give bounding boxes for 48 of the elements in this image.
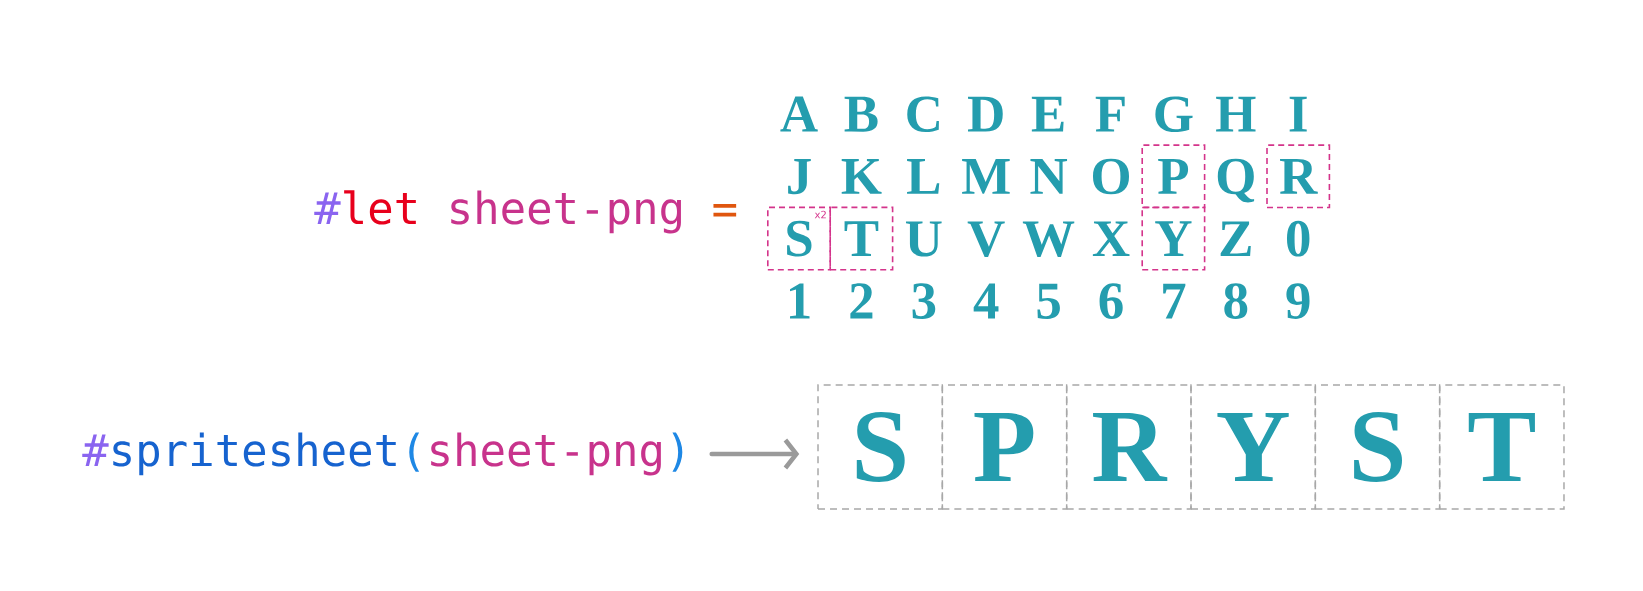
sprite-glyph: Z [1220, 221, 1251, 257]
sprite-glyph: V [967, 221, 1005, 257]
sprite-tile: R [1065, 384, 1192, 510]
sprite-tile: Y [1190, 384, 1317, 510]
sprite-glyph: O [1093, 158, 1129, 195]
code-token: let [344, 190, 416, 225]
sprite-glyph: 6 [1099, 283, 1123, 319]
sprite-tile: S [817, 384, 944, 510]
sprite-glyph: 0 [1287, 220, 1310, 257]
code-token: sheet-png [451, 190, 681, 234]
sprite-glyph: J [788, 159, 811, 195]
sprite-glyph: U [906, 221, 942, 257]
sprite-glyph: A [780, 96, 818, 132]
sprite-glyph: H [1216, 96, 1256, 132]
sprite-tile: S [1314, 384, 1441, 510]
highlight-box: P [1141, 144, 1206, 209]
sprite-glyph: C [907, 96, 939, 132]
code-token: = [713, 204, 737, 217]
sprite-glyph: Q [1217, 158, 1255, 203]
highlight-box: R [1266, 144, 1331, 209]
sprite-glyph: 3 [912, 283, 936, 319]
sprite-tile: P [941, 384, 1068, 510]
arrow [709, 438, 800, 470]
sprite-glyph: L [907, 159, 940, 194]
sprite-glyph: I [1289, 96, 1307, 132]
highlight-box: Y [1141, 206, 1206, 271]
sprite-glyph: 7 [1163, 283, 1186, 319]
sprite-glyph: N [1030, 159, 1068, 194]
sprite-glyph: 9 [1286, 283, 1310, 319]
sprite-glyph: W [1022, 221, 1075, 257]
sprite-glyph: 1 [790, 283, 810, 319]
sprite-glyph: K [841, 159, 882, 194]
sprite-glyph: D [968, 96, 1003, 132]
count-label: x2 [814, 210, 826, 219]
code-line: #spritesheet ( sheet-png ) [82, 432, 683, 476]
sprite-glyph: M [962, 159, 1010, 194]
sprite-tile: T [1438, 384, 1565, 510]
sprite-glyph: X [1092, 221, 1130, 257]
code-token: # [314, 192, 341, 224]
highlight-box: T [829, 206, 894, 271]
sprite-glyph: 4 [973, 283, 999, 319]
sprite-glyph: F [1095, 96, 1125, 132]
sprite-glyph: 8 [1224, 283, 1248, 319]
sprite-glyph: 5 [1037, 283, 1060, 319]
sprite-glyph: E [1031, 96, 1064, 132]
sprite-glyph: B [844, 96, 878, 132]
sprite-glyph: 2 [850, 283, 873, 319]
sprite-glyph: G [1155, 96, 1193, 132]
